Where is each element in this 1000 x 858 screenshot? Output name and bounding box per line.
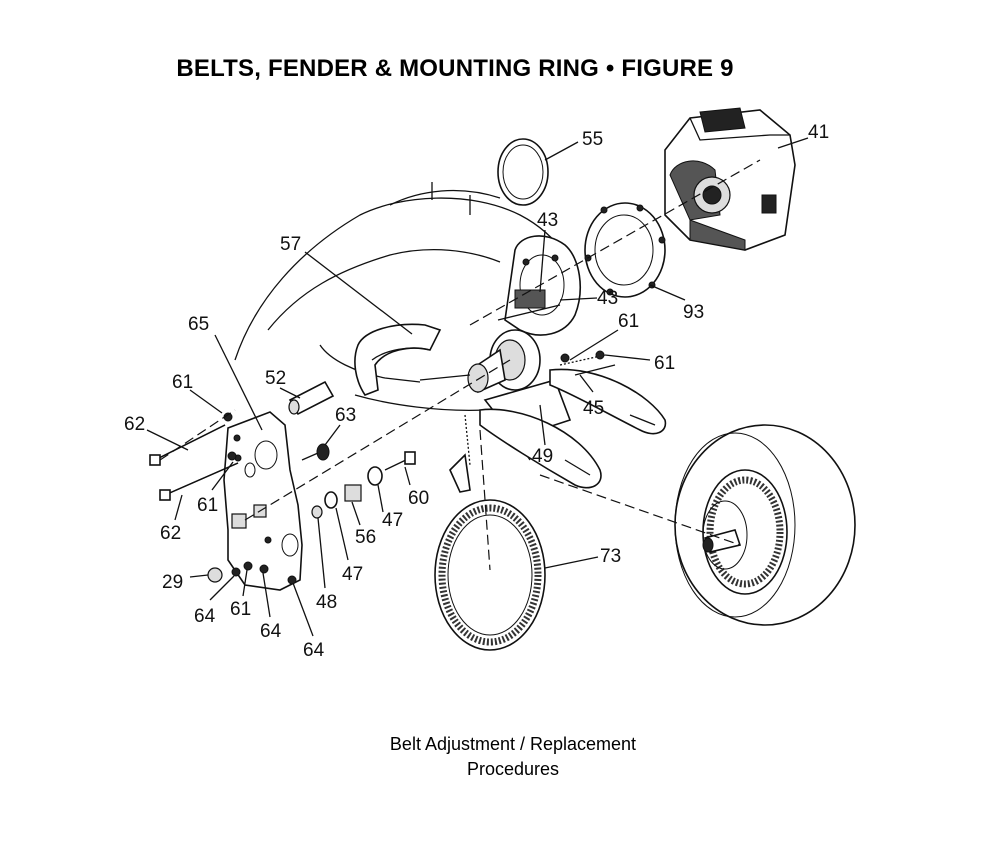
part-65-mounting-plate bbox=[223, 411, 303, 591]
callout-61-mid-left: 61 bbox=[197, 495, 218, 516]
part-73-belt bbox=[434, 499, 546, 651]
washers-bushings bbox=[231, 466, 383, 529]
small-hardware bbox=[207, 350, 605, 585]
callout-45: 45 bbox=[583, 398, 604, 419]
callout-61-right-upper: 61 bbox=[618, 311, 639, 332]
callout-labels: 55 41 43 43 93 57 65 61 61 61 61 61 52 6… bbox=[124, 122, 829, 661]
callout-62-top: 62 bbox=[124, 414, 145, 435]
callout-65: 65 bbox=[188, 314, 209, 335]
callout-47-upper: 47 bbox=[382, 510, 403, 531]
part-57-belt-guard bbox=[354, 323, 442, 396]
part-45-spring bbox=[449, 354, 616, 493]
callout-43-bottom: 43 bbox=[597, 288, 618, 309]
figure-title: BELTS, FENDER & MOUNTING RING • FIGURE 9 bbox=[176, 55, 734, 82]
caption-line-2: Procedures bbox=[466, 759, 560, 779]
callout-61-right-lower: 61 bbox=[654, 353, 675, 374]
callout-49: 49 bbox=[532, 446, 553, 467]
part-52-spacer bbox=[288, 380, 335, 416]
callout-63: 63 bbox=[335, 405, 356, 426]
callout-73: 73 bbox=[600, 546, 621, 567]
caption: Belt Adjustment / Replacement Procedures bbox=[313, 732, 713, 782]
part-49-bracket bbox=[479, 368, 667, 489]
part-93-gasket bbox=[584, 202, 666, 298]
callout-57: 57 bbox=[280, 234, 301, 255]
part-62-bolts bbox=[149, 424, 239, 501]
callout-47-lower: 47 bbox=[342, 564, 363, 585]
callout-29: 29 bbox=[162, 572, 183, 593]
callout-62-bottom: 62 bbox=[160, 523, 181, 544]
leader-lines bbox=[146, 137, 809, 637]
callout-48: 48 bbox=[316, 592, 337, 613]
part-55-ring bbox=[497, 138, 549, 206]
callout-64-middle: 64 bbox=[260, 621, 282, 642]
callout-56: 56 bbox=[355, 527, 376, 548]
callout-64-left: 64 bbox=[194, 606, 216, 627]
callout-43-top: 43 bbox=[537, 210, 558, 231]
assembly-axis-lines bbox=[159, 159, 761, 571]
wheel bbox=[674, 424, 856, 626]
part-41-engine bbox=[664, 107, 796, 251]
callout-55: 55 bbox=[582, 129, 603, 150]
caption-line-1: Belt Adjustment / Replacement bbox=[389, 734, 637, 754]
part-63-bolt bbox=[301, 443, 330, 461]
callout-52: 52 bbox=[265, 368, 286, 389]
part-60-bolt bbox=[384, 451, 416, 471]
fender bbox=[234, 182, 571, 411]
callout-93: 93 bbox=[683, 302, 704, 323]
part-43-mounting-ring bbox=[497, 235, 581, 336]
callout-61-top-left: 61 bbox=[172, 372, 193, 393]
callout-41: 41 bbox=[808, 122, 829, 143]
callout-64-right: 64 bbox=[303, 640, 325, 661]
callout-61-bottom: 61 bbox=[230, 599, 251, 620]
callout-60: 60 bbox=[408, 488, 429, 509]
